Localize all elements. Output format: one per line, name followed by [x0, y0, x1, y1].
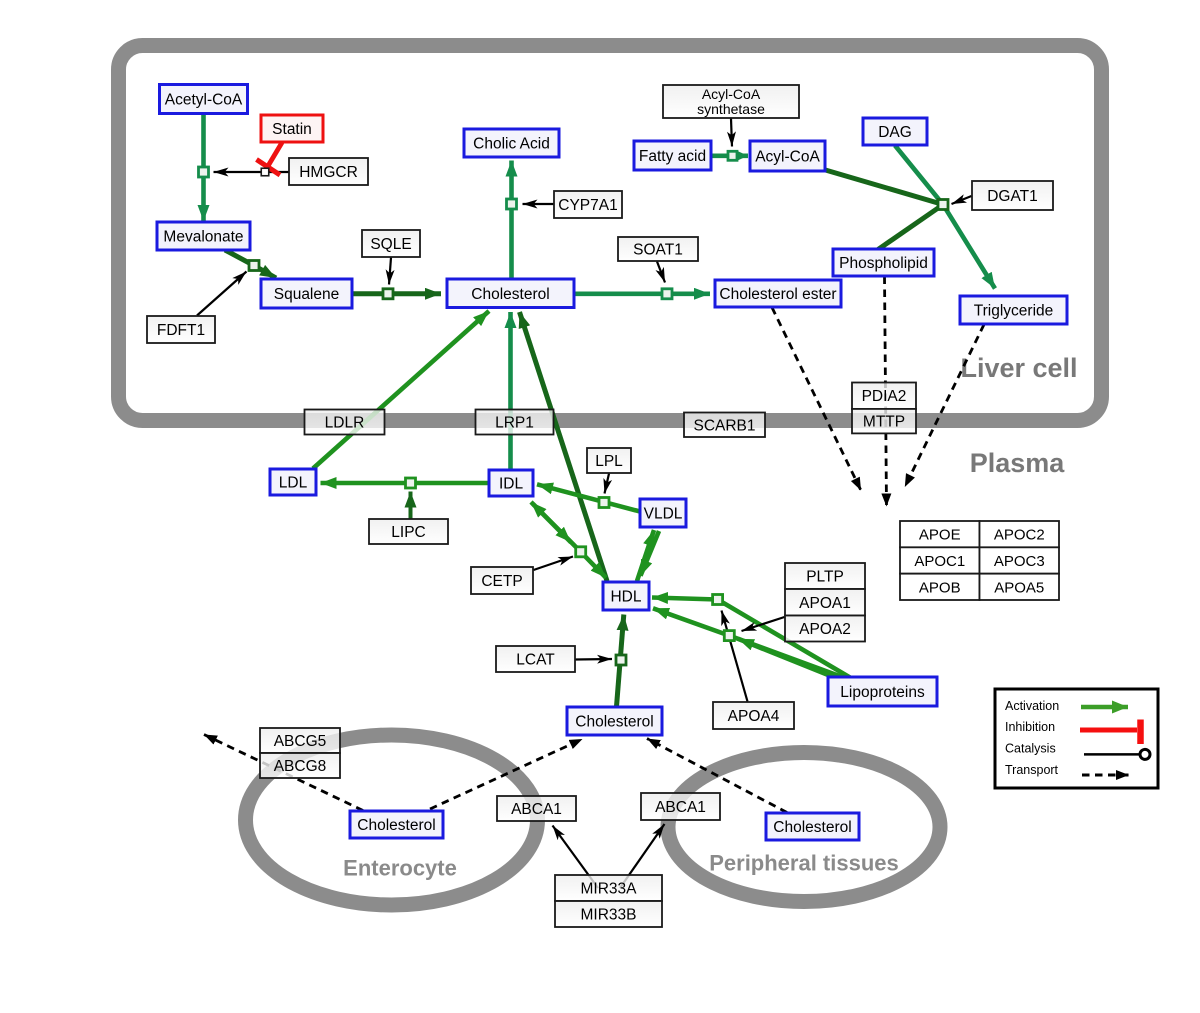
svg-text:APOC3: APOC3 — [994, 553, 1045, 570]
svg-text:Lipoproteins: Lipoproteins — [840, 684, 925, 701]
svg-text:MIR33A: MIR33A — [581, 881, 638, 898]
svg-text:PDIA2: PDIA2 — [862, 388, 907, 405]
svg-text:LDL: LDL — [279, 475, 308, 492]
svg-text:Cholic Acid: Cholic Acid — [473, 136, 550, 153]
svg-text:Plasma: Plasma — [970, 448, 1066, 478]
svg-text:LRP1: LRP1 — [495, 415, 534, 432]
svg-text:CETP: CETP — [481, 573, 522, 590]
svg-text:PLTP: PLTP — [806, 569, 844, 586]
svg-text:Peripheral tissues: Peripheral tissues — [709, 851, 899, 876]
svg-text:ABCG8: ABCG8 — [274, 758, 327, 775]
svg-text:Cholesterol: Cholesterol — [357, 817, 435, 834]
svg-text:Statin: Statin — [272, 121, 312, 138]
svg-text:HMGCR: HMGCR — [299, 164, 358, 181]
svg-text:SQLE: SQLE — [370, 236, 411, 253]
svg-text:IDL: IDL — [499, 476, 524, 493]
svg-text:Liver cell: Liver cell — [960, 353, 1077, 383]
svg-text:APOE: APOE — [919, 527, 961, 544]
svg-text:Cholesterol: Cholesterol — [575, 714, 653, 731]
svg-text:SOAT1: SOAT1 — [633, 242, 683, 259]
svg-text:Inhibition: Inhibition — [1005, 720, 1055, 734]
svg-text:CYP7A1: CYP7A1 — [558, 197, 617, 214]
svg-text:Enterocyte: Enterocyte — [343, 856, 457, 881]
svg-text:Cholesterol ester: Cholesterol ester — [719, 286, 836, 303]
svg-text:Cholesterol: Cholesterol — [773, 819, 851, 836]
svg-text:LDLR: LDLR — [325, 415, 365, 432]
svg-text:Triglyceride: Triglyceride — [974, 303, 1054, 320]
svg-text:MIR33B: MIR33B — [581, 907, 637, 924]
svg-text:Acyl-CoA: Acyl-CoA — [702, 86, 761, 102]
svg-text:APOA2: APOA2 — [799, 621, 851, 638]
svg-text:LCAT: LCAT — [516, 652, 555, 669]
svg-text:DAG: DAG — [878, 124, 912, 141]
svg-text:FDFT1: FDFT1 — [157, 322, 205, 339]
svg-text:Squalene: Squalene — [274, 286, 340, 303]
svg-text:ABCA1: ABCA1 — [655, 799, 706, 816]
svg-text:HDL: HDL — [610, 589, 641, 606]
svg-text:Activation: Activation — [1005, 699, 1059, 713]
svg-text:VLDL: VLDL — [644, 506, 683, 523]
svg-text:SCARB1: SCARB1 — [693, 417, 755, 434]
svg-text:APOA1: APOA1 — [799, 595, 851, 612]
svg-text:Acetyl-CoA: Acetyl-CoA — [165, 92, 243, 109]
svg-text:APOB: APOB — [919, 579, 961, 596]
svg-text:APOA4: APOA4 — [728, 708, 780, 725]
svg-text:DGAT1: DGAT1 — [987, 188, 1038, 205]
svg-text:Mevalonate: Mevalonate — [163, 229, 243, 246]
svg-text:MTTP: MTTP — [863, 414, 905, 431]
svg-text:Fatty acid: Fatty acid — [639, 148, 706, 165]
svg-text:ABCA1: ABCA1 — [511, 801, 562, 818]
svg-text:APOC1: APOC1 — [914, 553, 965, 570]
svg-text:synthetase: synthetase — [697, 101, 765, 117]
svg-text:Phospholipid: Phospholipid — [839, 255, 928, 272]
svg-text:LIPC: LIPC — [391, 524, 425, 541]
svg-text:Acyl-CoA: Acyl-CoA — [755, 149, 820, 166]
svg-text:ABCG5: ABCG5 — [274, 733, 327, 750]
svg-text:LPL: LPL — [595, 453, 623, 470]
svg-text:Cholesterol: Cholesterol — [471, 286, 549, 303]
svg-text:APOC2: APOC2 — [994, 527, 1045, 544]
svg-text:APOA5: APOA5 — [994, 579, 1044, 596]
svg-text:Transport: Transport — [1005, 763, 1059, 777]
svg-text:Catalysis: Catalysis — [1005, 742, 1056, 756]
